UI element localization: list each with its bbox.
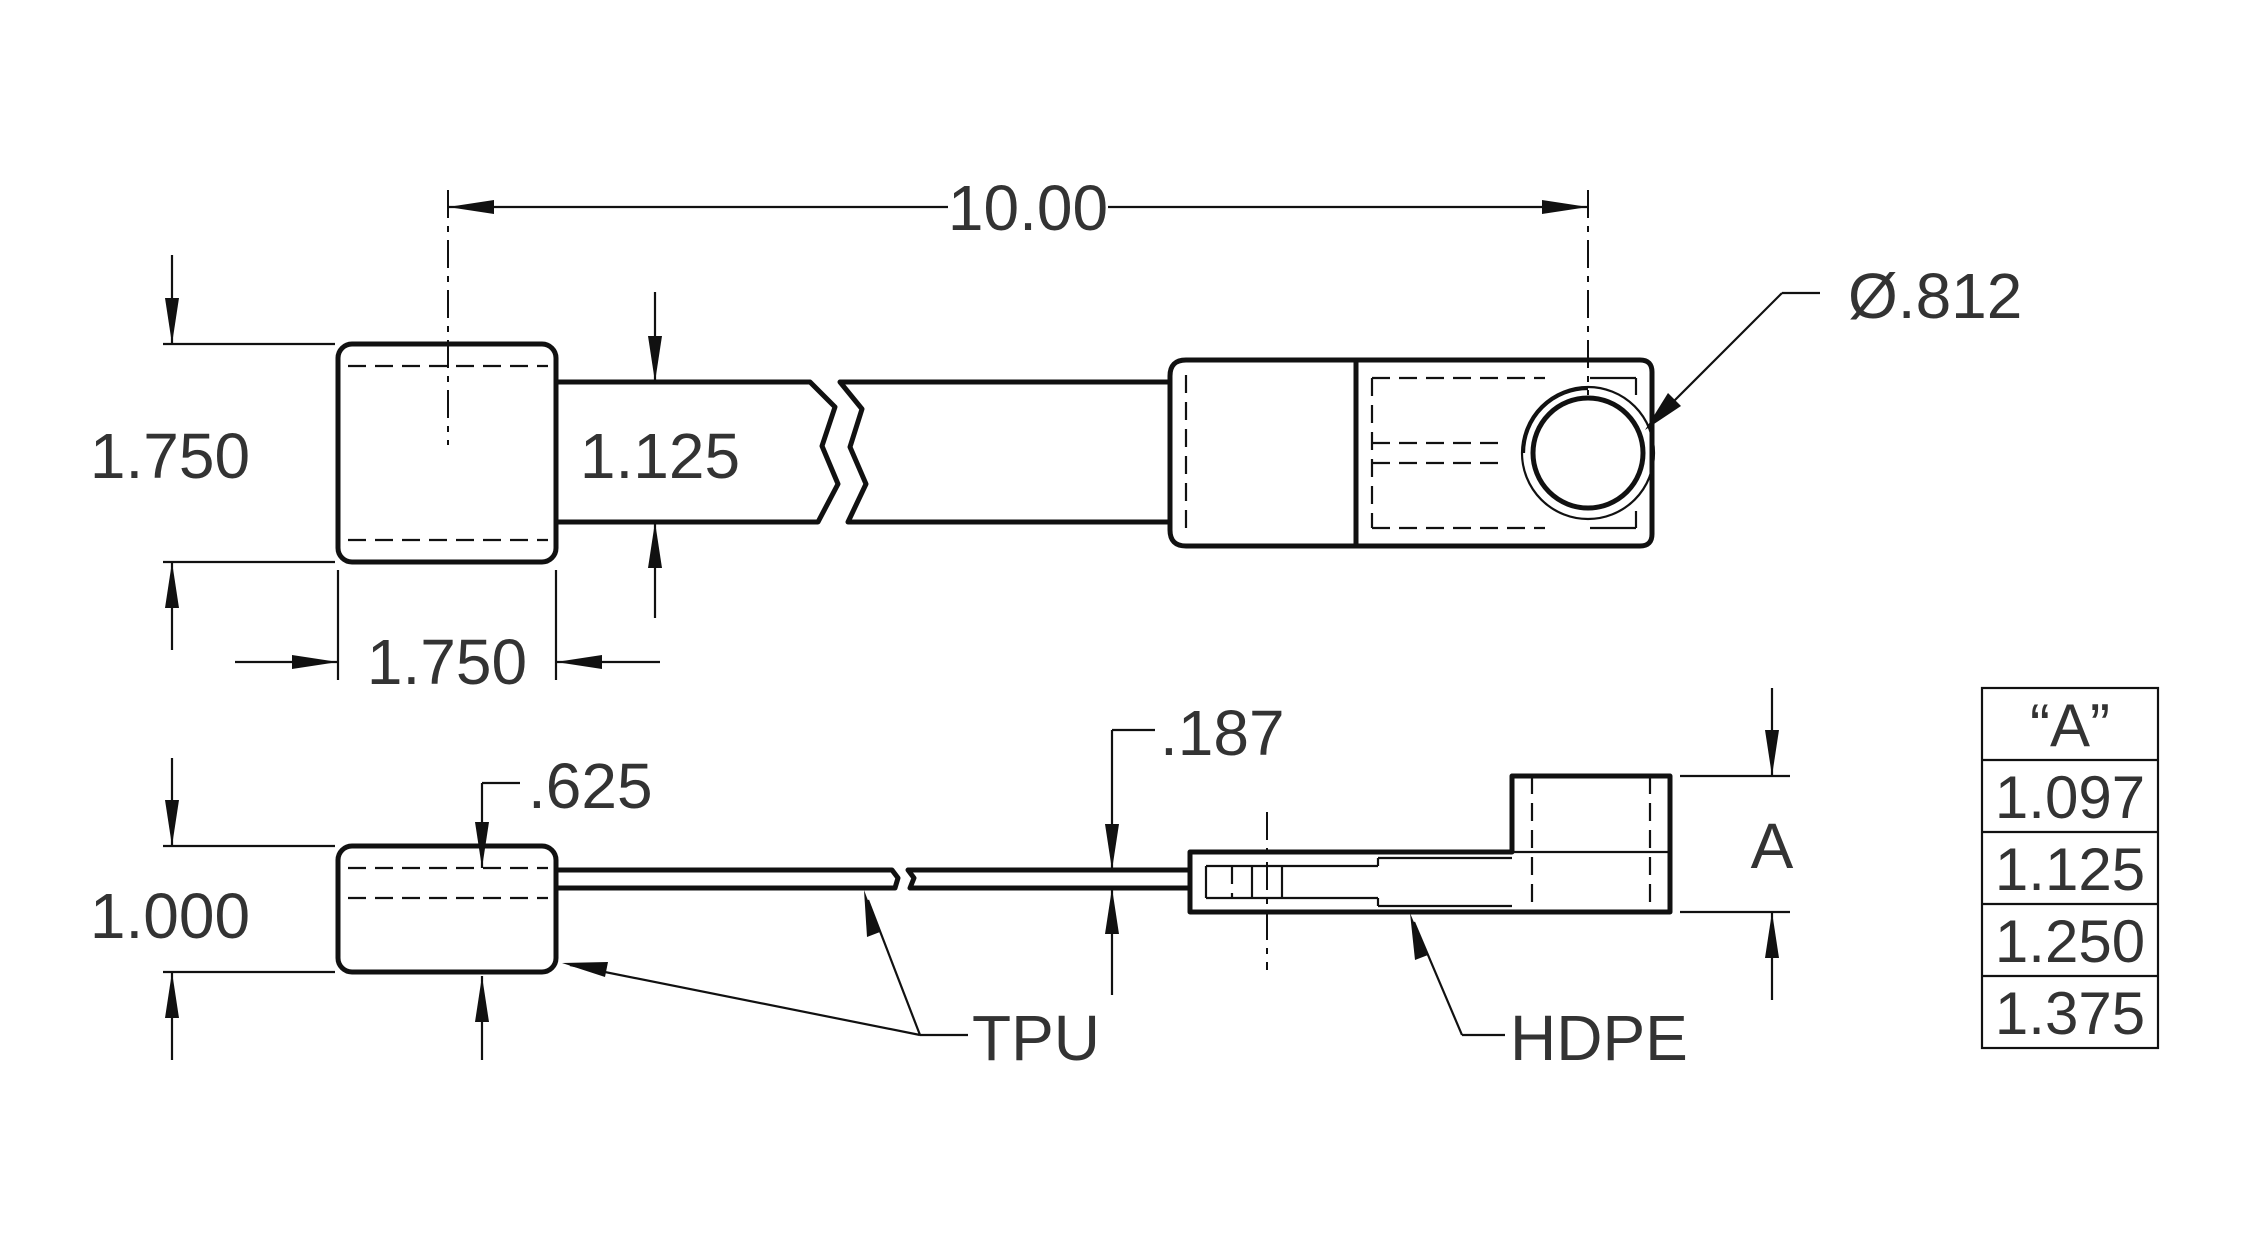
a-value-table: “A” 1.097 1.125 1.250 1.375 <box>1980 686 2160 1050</box>
end-width-label: 1.750 <box>367 626 527 698</box>
hinge-body-top <box>1167 357 1655 549</box>
top-view-dimensions: 10.00 1.750 1.750 1.125 Ø.812 <box>90 172 2022 698</box>
hole-diameter-label: Ø.812 <box>1848 260 2022 332</box>
strap-side-right <box>905 867 1190 891</box>
table-header: “A” <box>2030 692 2110 759</box>
strap-side-left <box>556 867 901 891</box>
hinge-height-label: A <box>1751 810 1794 882</box>
overall-length-label: 10.00 <box>948 172 1108 244</box>
strap-top-right <box>837 379 1170 525</box>
hinge-hole <box>1530 395 1646 511</box>
hinge-body-side <box>1187 773 1673 915</box>
strap-thickness-label: .187 <box>1160 697 1285 769</box>
table-row: 1.375 <box>1995 980 2145 1047</box>
end-pocket-label: .625 <box>528 750 653 822</box>
top-view <box>335 190 1656 565</box>
hinge-material-label: HDPE <box>1510 1002 1688 1074</box>
end-height-label: 1.750 <box>90 420 250 492</box>
side-view <box>335 773 1673 975</box>
strap-material-label: TPU <box>972 1002 1100 1074</box>
table-row: 1.125 <box>1995 836 2145 903</box>
strap-top-left <box>556 379 841 525</box>
left-end-block-side <box>335 843 559 975</box>
end-thickness-label: 1.000 <box>90 880 250 952</box>
table-row: 1.250 <box>1995 908 2145 975</box>
side-view-dimensions: 1.000 .625 .187 A TPU HDPE <box>90 688 1794 1074</box>
table-row: 1.097 <box>1995 764 2145 831</box>
strap-width-label: 1.125 <box>580 420 740 492</box>
